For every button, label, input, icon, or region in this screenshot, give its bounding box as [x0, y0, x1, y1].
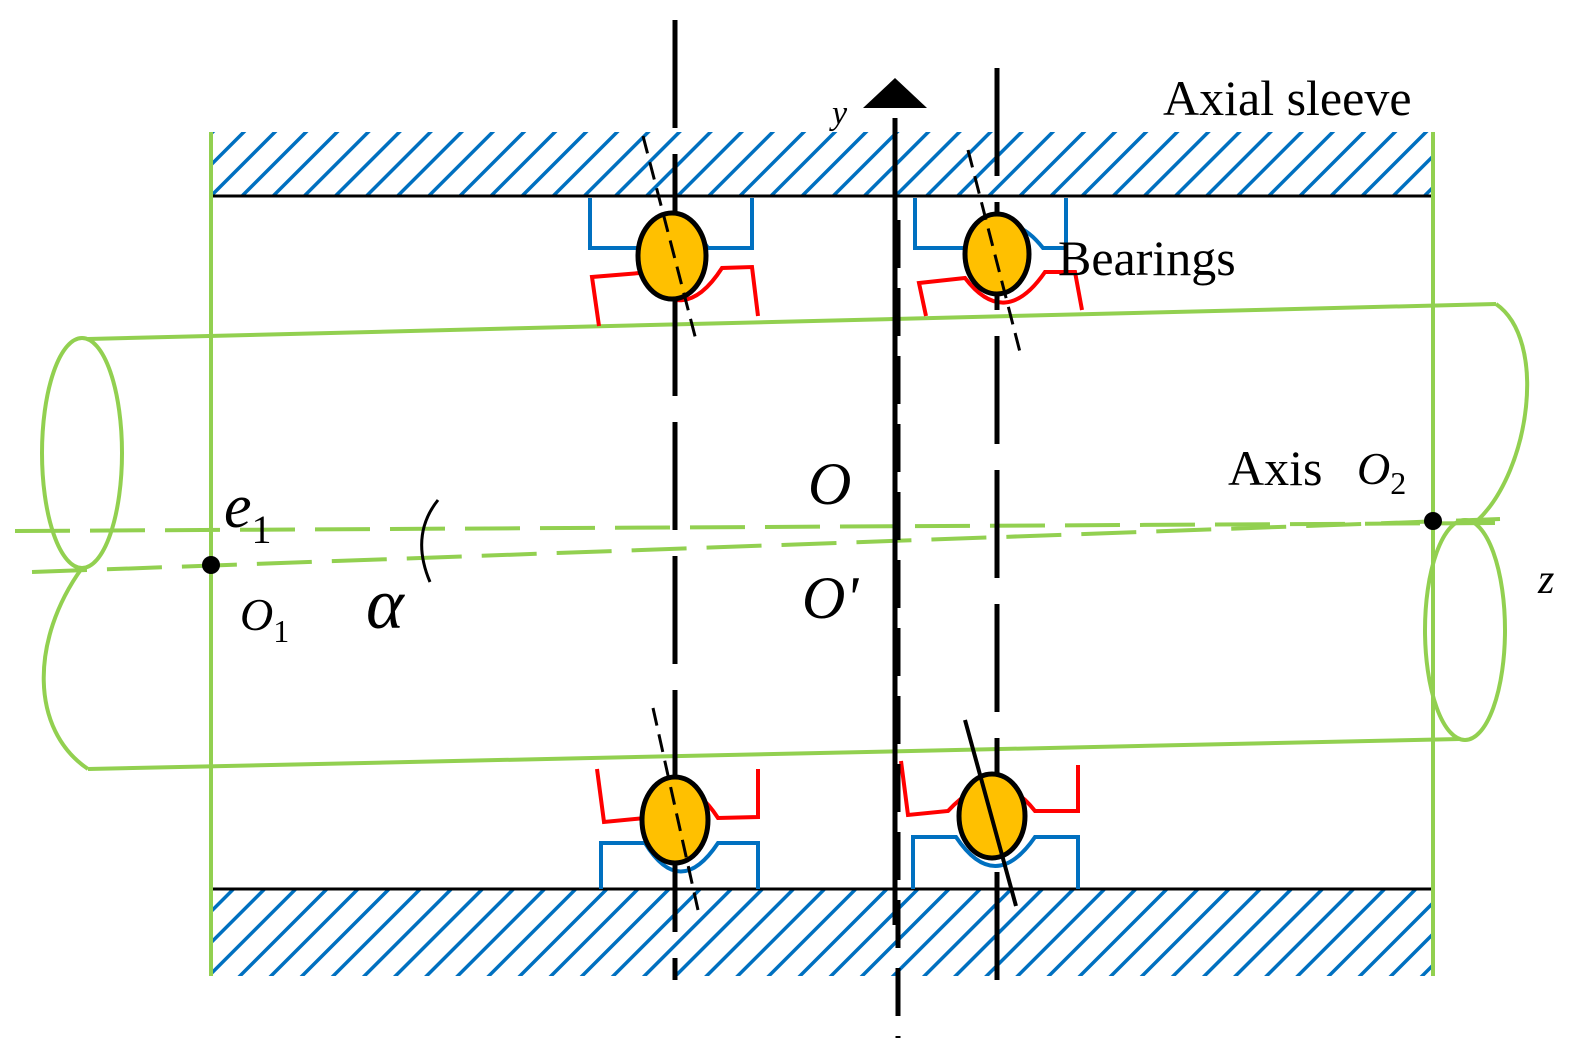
e1-label: e1: [224, 473, 272, 552]
bearings-label: Bearings: [1058, 230, 1236, 286]
bearing-ball-top-right: [962, 211, 1032, 297]
o1-subscript: 1: [273, 613, 289, 649]
axial-sleeve-label: Axial sleeve: [1163, 70, 1412, 126]
shaft-axis-line: [31, 517, 1501, 574]
bearing-ball-top-left: [635, 210, 709, 302]
shaft-left-end: [40, 336, 124, 570]
y-axis-label: y: [829, 95, 848, 132]
origin-o-prime-label: O': [802, 565, 859, 631]
axis-label: Axis: [1228, 440, 1322, 496]
contact-line-top-left: [641, 135, 698, 341]
bearing-outer-race-bottom-right: [911, 835, 1080, 889]
o2-label: O2: [1357, 443, 1406, 501]
contact-line-bottom-right: [963, 719, 1018, 907]
z-axis-label: z: [1537, 557, 1554, 603]
sleeve-wall-top: [211, 132, 1433, 196]
point-o1: [202, 556, 220, 574]
bearing-ball-bottom-left: [639, 774, 711, 866]
o2-subscript: 2: [1390, 465, 1406, 501]
o1-label: O1: [240, 589, 289, 649]
sleeve-wall-bottom: [211, 889, 1433, 976]
e1-subscript: 1: [252, 507, 272, 552]
reference-axis-line: [14, 521, 1501, 533]
alpha-label: α: [366, 564, 405, 644]
contact-line-bottom-left: [651, 707, 700, 911]
bearing-inner-race-top-right: [916, 270, 1084, 317]
contact-line-top-right: [966, 149, 1023, 357]
point-o2: [1424, 512, 1442, 530]
shaft-right-end: [1423, 518, 1507, 742]
alpha-angle-arc: [420, 499, 440, 583]
y-axis-arrowhead: [863, 78, 927, 108]
origin-o-label: O: [808, 451, 851, 517]
